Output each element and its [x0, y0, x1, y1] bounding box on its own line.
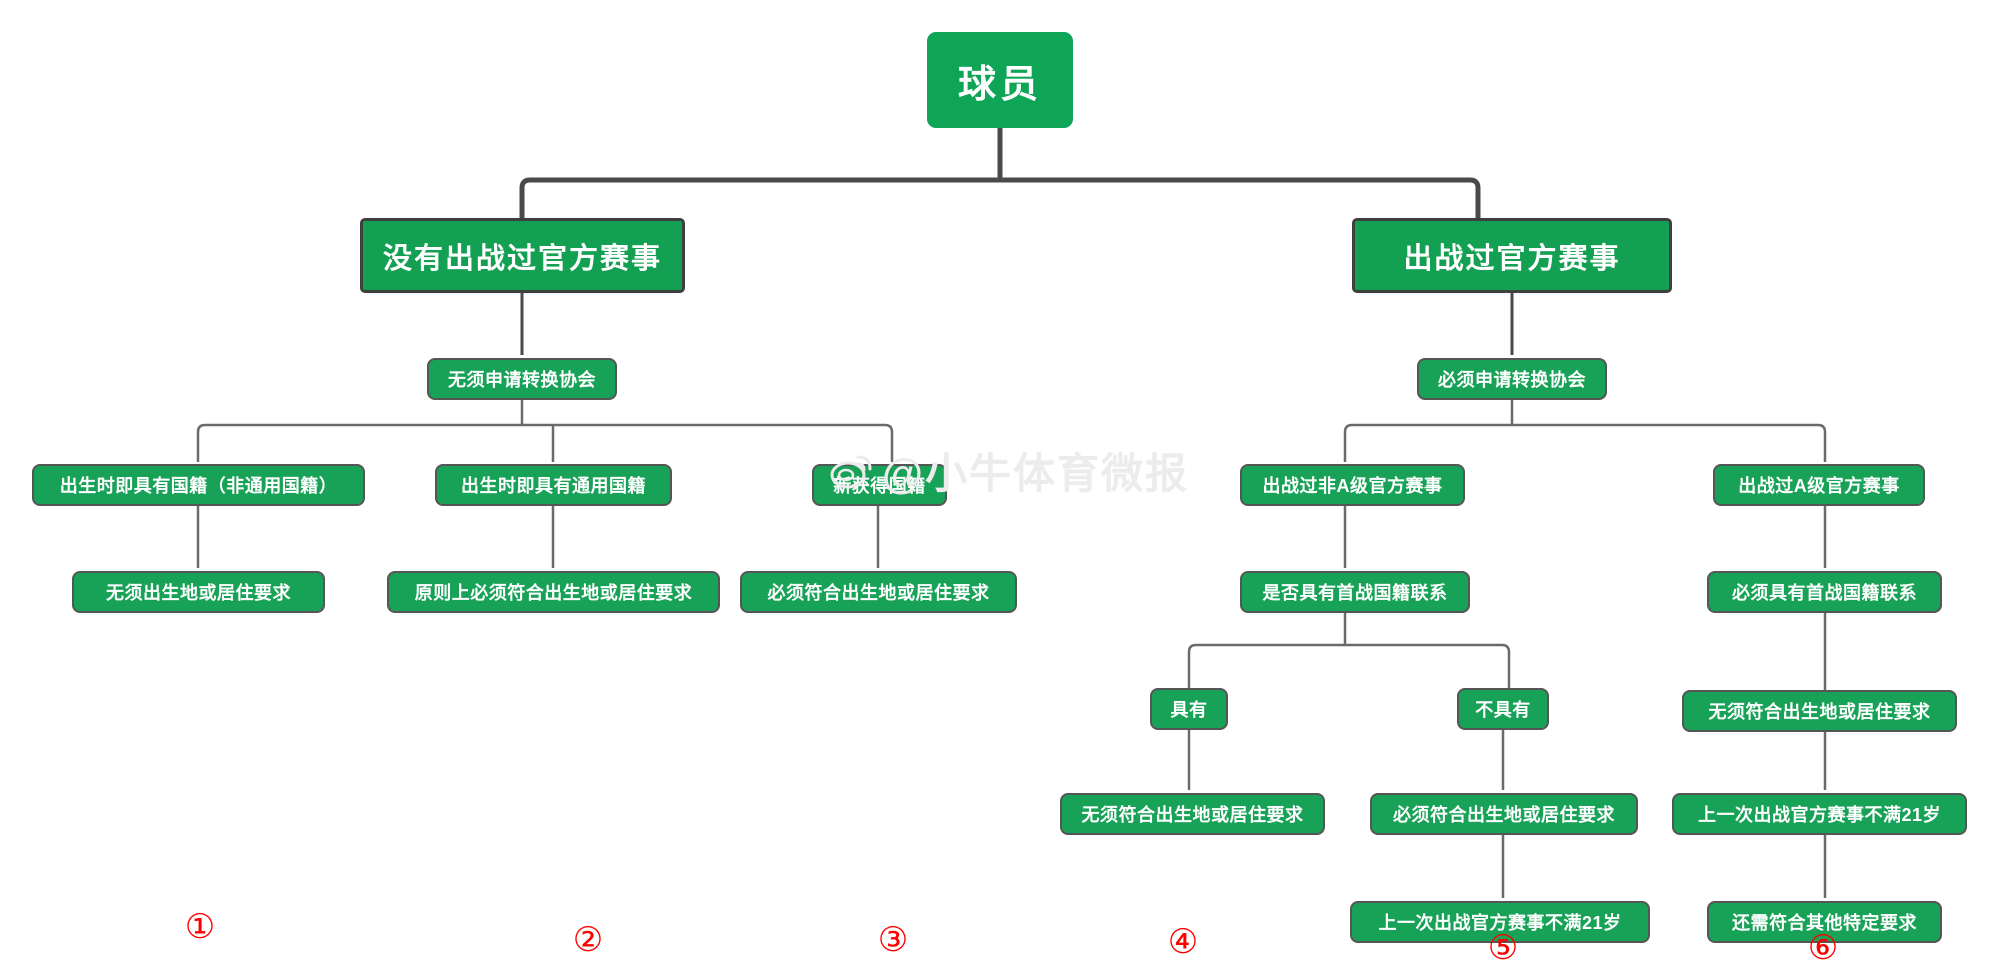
node-newly-acquired-nationality[interactable]: 新获得国籍	[812, 464, 947, 506]
node-non-a-level-match[interactable]: 出战过非A级官方赛事	[1240, 464, 1465, 506]
node-other-specific-requirements[interactable]: 还需符合其他特定要求	[1707, 901, 1942, 943]
marker-6: ⑥	[1807, 928, 1839, 968]
node-answer-has-link[interactable]: 具有	[1150, 688, 1228, 730]
node-must-have-first-match-nationality-link[interactable]: 必须具有首战国籍联系	[1707, 571, 1942, 613]
node-last-match-under-21-a-level[interactable]: 上一次出战官方赛事不满21岁	[1672, 793, 1967, 835]
node-birth-nationality-non-common[interactable]: 出生时即具有国籍（非通用国籍）	[32, 464, 365, 506]
marker-4: ④	[1167, 922, 1199, 962]
edge-right-bar-to-case1	[1343, 423, 1353, 462]
edge-left-bar-to-case1	[196, 423, 206, 462]
node-birth-nationality-common[interactable]: 出生时即具有通用国籍	[435, 464, 672, 506]
node-must-request-association[interactable]: 必须申请转换协会	[1417, 358, 1607, 400]
node-no-birthplace-requirement-a-level[interactable]: 无须符合出生地或居住要求	[1682, 690, 1957, 732]
marker-2: ②	[572, 920, 604, 960]
node-no-association-request[interactable]: 无须申请转换协会	[427, 358, 617, 400]
marker-5: ⑤	[1487, 928, 1519, 968]
marker-3: ③	[877, 920, 909, 960]
node-principle-birthplace-requirement[interactable]: 原则上必须符合出生地或居住要求	[387, 571, 720, 613]
node-question-first-match-nationality-link[interactable]: 是否具有首战国籍联系	[1240, 571, 1470, 613]
node-must-meet-birthplace-requirement-left[interactable]: 必须符合出生地或居住要求	[740, 571, 1017, 613]
edge-root-to-left	[519, 177, 531, 218]
node-no-birthplace-requirement-yes[interactable]: 无须符合出生地或居住要求	[1060, 793, 1325, 835]
edge-root-to-right	[1469, 177, 1481, 218]
node-has-official-match[interactable]: 出战过官方赛事	[1352, 218, 1672, 293]
node-last-match-under-21-no[interactable]: 上一次出战官方赛事不满21岁	[1350, 901, 1650, 943]
marker-1: ①	[184, 907, 216, 947]
node-must-meet-birthplace-requirement-no[interactable]: 必须符合出生地或居住要求	[1370, 793, 1638, 835]
node-answer-no-link[interactable]: 不具有	[1457, 688, 1549, 730]
node-a-level-match[interactable]: 出战过A级官方赛事	[1713, 464, 1925, 506]
node-no-birthplace-requirement[interactable]: 无须出生地或居住要求	[72, 571, 325, 613]
edge-right-bar-to-case2	[1817, 423, 1827, 462]
node-root[interactable]: 球员	[927, 32, 1073, 128]
edge-question1-to-yes	[1187, 643, 1197, 688]
node-no-official-match[interactable]: 没有出战过官方赛事	[360, 218, 685, 293]
edge-left-bar-to-case3	[884, 423, 894, 462]
edge-question1-to-no	[1501, 643, 1511, 688]
